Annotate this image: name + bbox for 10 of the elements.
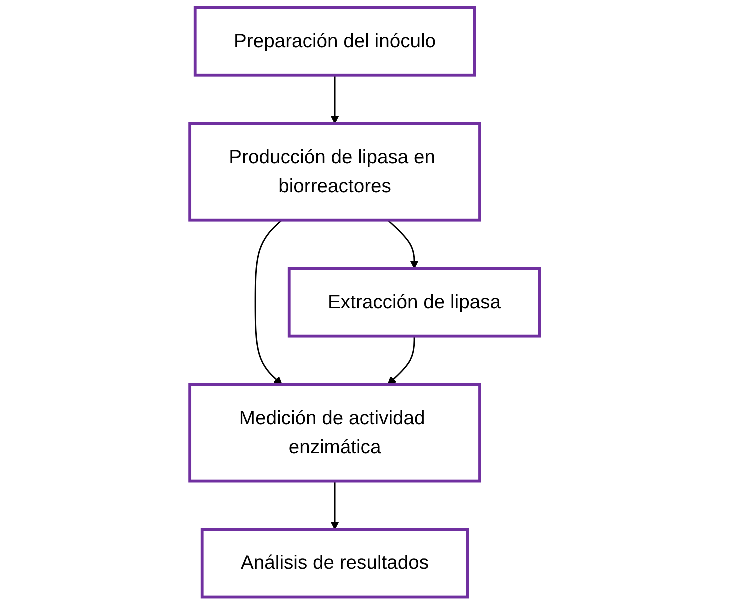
node-box: Producción de lipasa en biorreactores (188, 122, 482, 222)
arrow (330, 75, 339, 124)
arrow (254, 220, 282, 386)
node-box: Extracción de lipasa (288, 267, 541, 338)
arrow (387, 336, 415, 386)
arrow (330, 481, 339, 530)
node-box: Análisis de resultados (200, 528, 469, 599)
arrow (387, 220, 418, 270)
node-box: Medición de actividad enzimática (188, 383, 482, 483)
node-box: Preparación del inóculo (194, 6, 476, 77)
